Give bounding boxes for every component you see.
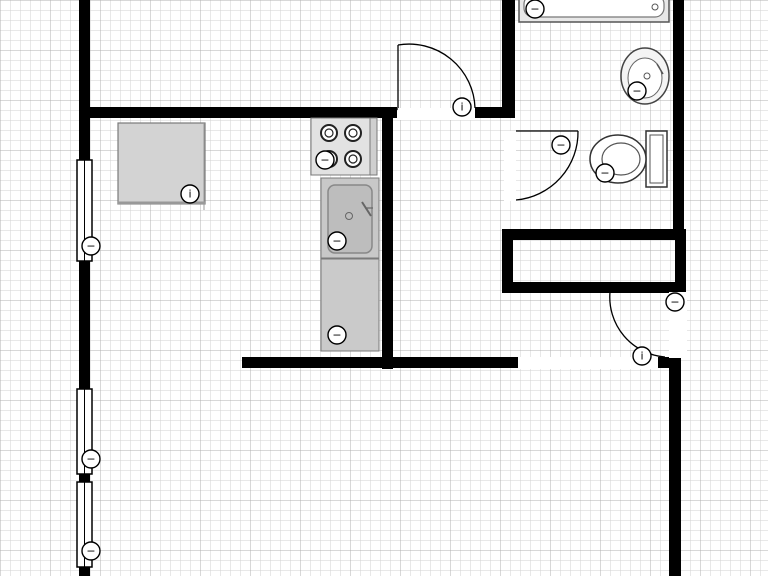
- bathtub[interactable]: [518, 0, 670, 23]
- minus-marker-stove[interactable]: −: [315, 150, 335, 170]
- minus-marker-label: −: [556, 139, 565, 152]
- info-marker-table[interactable]: i: [180, 184, 200, 204]
- windows: [76, 159, 93, 568]
- wall-left-upper[interactable]: [79, 0, 90, 118]
- minus-marker-label: −: [632, 85, 641, 98]
- info-marker-label: i: [460, 101, 463, 114]
- minus-marker-washbasin[interactable]: −: [627, 81, 647, 101]
- minus-marker-label: −: [332, 329, 341, 342]
- minus-marker-window-1[interactable]: −: [81, 236, 101, 256]
- wall-left-lower[interactable]: [79, 118, 90, 576]
- info-marker-label: i: [188, 188, 191, 201]
- wall-closet-top[interactable]: [502, 229, 686, 240]
- minus-marker-closet[interactable]: −: [665, 292, 685, 312]
- walls: [79, 0, 686, 576]
- door-bathroom[interactable]: [504, 130, 579, 201]
- info-marker-label: i: [640, 350, 643, 363]
- minus-marker-label: −: [86, 545, 95, 558]
- minus-marker-window-2[interactable]: −: [81, 449, 101, 469]
- minus-marker-label: −: [320, 154, 329, 167]
- stove-burner-top-right: [344, 124, 362, 142]
- minus-marker-bathroom-door[interactable]: −: [551, 135, 571, 155]
- minus-marker-counter[interactable]: −: [327, 325, 347, 345]
- minus-marker-label: −: [86, 240, 95, 253]
- minus-marker-label: −: [332, 235, 341, 248]
- wall-hall-right[interactable]: [502, 0, 515, 118]
- info-marker-hall-door[interactable]: i: [452, 97, 472, 117]
- stove-burner-bottom-right: [344, 150, 362, 168]
- wall-kitchen-partition[interactable]: [382, 107, 393, 369]
- wall-closet-left[interactable]: [502, 229, 513, 292]
- minus-marker-label: −: [530, 3, 539, 16]
- minus-marker-label: −: [670, 296, 679, 309]
- door-living-opening: [518, 357, 658, 369]
- wall-living-right[interactable]: [669, 357, 681, 576]
- wall-hall-top-right[interactable]: [475, 107, 515, 118]
- markers: i i i − − − − −: [81, 0, 685, 561]
- minus-marker-label: −: [600, 167, 609, 180]
- minus-marker-label: −: [86, 453, 95, 466]
- minus-marker-window-3[interactable]: −: [81, 541, 101, 561]
- minus-marker-sink[interactable]: −: [327, 231, 347, 251]
- stove-burner-top-left: [320, 124, 338, 142]
- wall-closet-bottom[interactable]: [502, 282, 686, 293]
- wall-kitchen-top[interactable]: [79, 107, 397, 118]
- info-marker-closet-door[interactable]: i: [632, 346, 652, 366]
- wall-living-right-stub[interactable]: [658, 357, 678, 368]
- minus-marker-bathtub[interactable]: −: [525, 0, 545, 19]
- wall-closet-right[interactable]: [675, 229, 686, 293]
- wall-living-top-left[interactable]: [242, 357, 518, 368]
- minus-marker-toilet[interactable]: −: [595, 163, 615, 183]
- wall-bath-right[interactable]: [673, 0, 684, 240]
